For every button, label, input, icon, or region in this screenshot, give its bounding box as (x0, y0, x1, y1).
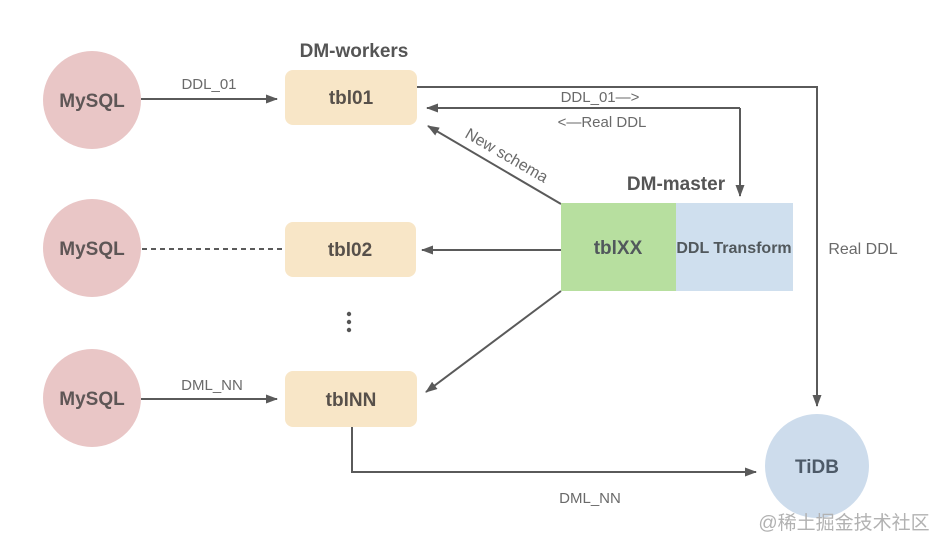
node-mysql-2 (43, 199, 141, 297)
edge-tblxx-to-tblnn (425, 290, 562, 393)
node-tidb-label: TiDB (795, 457, 839, 478)
edge-label-ddl-01-to-master: DDL_01—> (561, 89, 640, 106)
edge-label-real-ddl-to-worker: <—Real DDL (558, 114, 647, 131)
node-tblnn-label: tblNN (326, 390, 377, 411)
group-title-dm-workers: DM-workers (300, 41, 409, 62)
group-title-dm-master: DM-master (627, 174, 726, 195)
node-tblxx (561, 203, 676, 291)
node-tbl02 (285, 222, 416, 277)
node-tbl01-label: tbl01 (329, 88, 374, 109)
watermark: @稀土掘金技术社区 (758, 512, 929, 534)
node-tbl01 (285, 70, 417, 125)
node-mysql-2-label: MySQL (59, 239, 125, 260)
edge-label-dml-nn-bottom: DML_NN (559, 490, 621, 507)
node-tbl02-label: tbl02 (328, 240, 372, 261)
edge-label-dml-nn-left: DML_NN (181, 377, 243, 394)
node-mysql-3-label: MySQL (59, 389, 125, 410)
node-mysql-3 (43, 349, 141, 447)
node-ddl-transform-label: DDL Transform (676, 240, 791, 257)
node-ddl-transform (676, 203, 793, 291)
edge-label-ddl-01: DDL_01 (181, 76, 236, 93)
edge-tblxx-to-tbl01-new-schema (427, 125, 562, 205)
node-tidb (765, 414, 869, 518)
edge-tblnn-to-tidb-dml (351, 427, 757, 477)
edge-label-new-schema: New schema (462, 126, 551, 187)
node-tblxx-label: tblXX (594, 238, 643, 259)
node-mysql-1 (43, 51, 141, 149)
edge-label-real-ddl-right: Real DDL (828, 241, 897, 258)
ellipsis-icon (346, 311, 352, 333)
edge-tbl01-to-tidb-real-ddl (417, 86, 822, 407)
node-mysql-1-label: MySQL (59, 91, 125, 112)
node-tblnn (285, 371, 417, 427)
